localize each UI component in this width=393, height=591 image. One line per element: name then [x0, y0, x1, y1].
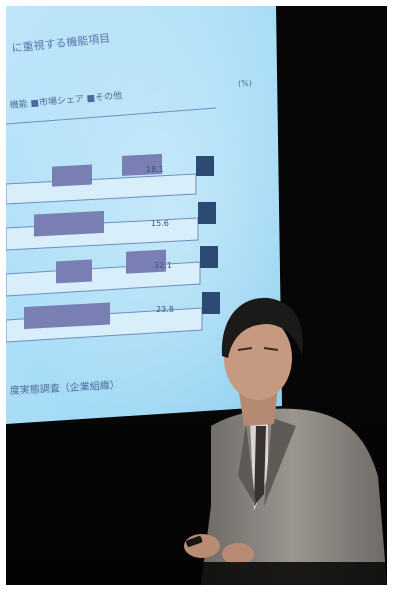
slide-bar-row: 15.6 — [6, 202, 216, 251]
slide-bar-row: 23.8 — [6, 292, 220, 343]
scene: に重視する機能項目 機能 ■市場シェア ■その他 (%) 18.1 15.6 3… — [6, 6, 387, 585]
photo: に重視する機能項目 機能 ■市場シェア ■その他 (%) 18.1 15.6 3… — [6, 6, 387, 585]
bar-label: 23.8 — [156, 305, 174, 314]
slide-bar-row: 32.1 — [6, 246, 218, 297]
bar-label: 18.1 — [146, 165, 164, 174]
bar-label: 15.6 — [151, 219, 169, 228]
slide-axis — [6, 107, 217, 125]
slide-bar-row: 18.1 — [6, 153, 214, 205]
speaker — [184, 297, 387, 585]
lectern-shadow — [6, 562, 387, 585]
bar-label: 32.1 — [154, 261, 172, 270]
slide-unit: (%) — [238, 79, 252, 88]
